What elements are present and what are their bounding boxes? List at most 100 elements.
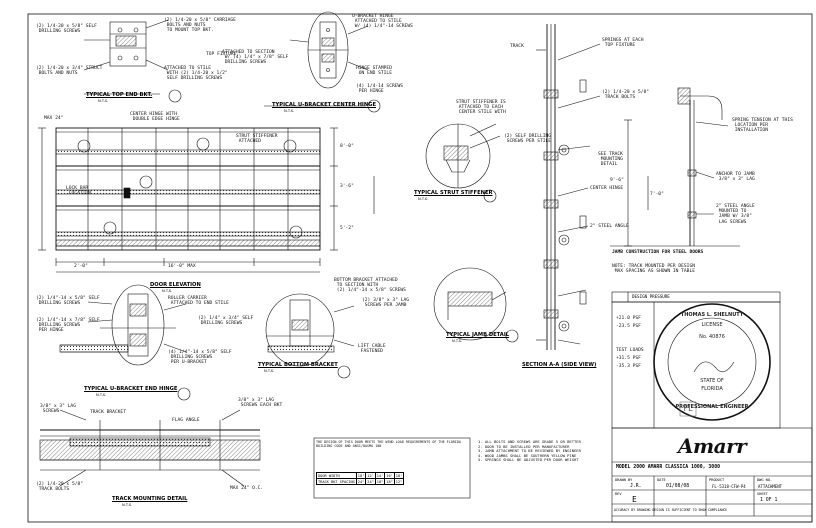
title-strut-stiffener: TYPICAL STRUT STIFFENER [414,190,493,196]
title-jamb-detail: TYPICAL JAMB DETAIL [446,332,510,338]
title-center-hinge: TYPICAL U-BRACKET CENTER HINGE [272,102,376,108]
scale-note: N.T.S. [264,369,275,373]
title-bottom-bracket: TYPICAL BOTTOM BRACKET [258,362,338,368]
callout: 3/8" x 3" LAG SCREWS [40,404,76,415]
seal-state-name: FLORIDA [701,386,723,392]
detail-strut-stiffener [425,123,501,203]
product-value: FL-5318-CFW-P4 [712,484,746,489]
scale-note: N.T.S. [284,109,295,113]
test-loads-label: TEST LOADS [616,348,644,353]
title-block-footer: ACCURACY BY DRAWING DESIGN IS SUFFICIENT… [614,508,728,512]
section-aa-drawing [536,24,601,350]
callout: FLAG ANGLE [172,418,200,423]
callout: SPRINGS AT EACH TOP FIXTURE [602,38,644,49]
callout: STRUT STIFFENER IS ATTACHED TO EACH CENT… [456,100,506,116]
table-cell: 24" [355,478,367,485]
callout: (2) SELF DRILLING SCREWS PER STILE [504,134,552,145]
design-pressure-negative: -23.5 PSF [616,324,641,329]
callout: TRACK BRACKET [90,410,126,415]
scale-note: N.T.S. [162,289,173,293]
sheet-value: 1 OF 1 [760,498,778,503]
scale-note: N.T.S. [452,339,463,343]
dimension-label: 5'-2" [340,226,354,231]
wind-table-frame [313,437,471,499]
table-row: TRACK BKT SPACING 24" 24" 18" 18" 12" [316,478,405,485]
callout: (2) 1/4-20 x 5/8" TRACK BOLTS [602,90,650,101]
seal-stamp: FL [683,404,693,413]
test-loads-negative: -35.3 PSF [616,364,641,369]
date-label: DATE [657,478,666,482]
table-cell: 12" [393,478,405,485]
callout: ANCHOR TO JAMB 3/8" x 3" LAG [716,172,755,183]
seal-drawing [653,303,771,421]
rev-value: E [632,495,637,504]
callout: 2" STEEL ANGLE MOUNTED TO JAMB W/ 3/8" L… [716,204,755,225]
seal-name: THOMAS L. SHELNUTT [680,312,744,318]
callout: (2) 1/4-20 x 5/8" TRACK BOLTS [36,482,84,493]
callout: (2) 3/8" x 3" LAG SCREWS PER JAMB [362,298,410,309]
rev-label: REV [615,492,622,496]
title-block-frame [611,427,813,523]
dimension-label: 9'-6" [610,178,624,183]
callout: MAX 24" O.C. [230,486,264,491]
dwg-value: ATTACHMENT [758,484,783,489]
callout: (2) 1/4-20 x 3/4" STRUCT BOLTS AND NUTS [36,66,103,77]
callout: LOCK BAR LOCATION [66,186,91,197]
product-label: PRODUCT [709,478,725,482]
callout: (4) 1/4"-14 x 5/8" SELF DRILLING SCREWS … [168,350,232,366]
callout: ATTACHED TO STILE WITH (2) 1/4-20 x 1/2"… [164,66,228,82]
wind-table-heading: THE DESIGN OF THIS DOOR MEETS THE WIND L… [316,440,461,448]
title-end-hinge: TYPICAL U-BRACKET END HINGE [84,386,178,392]
callout: (2) 1/4"-14 x 7/8" SELF DRILLING SCREWS … [36,318,100,334]
callout: U-BRACKET HINGE ATTACHED TO STILE W/ (4)… [352,14,413,30]
jamb-construction-drawing [610,87,740,247]
callout: BOTTOM BRACKET ATTACHED TO SECTION WITH … [334,278,406,294]
dimension-label: MAX 24" [44,116,64,121]
scale-note: N.T.S. [96,393,107,397]
detail-jamb [433,267,519,343]
callout: (4) 1/4-14 SCREWS PER HINGE [356,84,404,95]
dimension-label: 8'-0" [340,144,354,149]
dimension-label: 16'-0" MAX [168,264,196,269]
seal-state: STATE OF [700,378,724,384]
scale-note: N.T.S. [122,503,133,507]
model-title: MODEL 2000 AMARR CLASSICA 1000, 3000 [616,465,720,470]
drawn-label: DRAWN BY [615,478,633,482]
amarr-logo: Amarr [678,434,747,458]
test-loads-positive: +31.5 PSF [616,356,641,361]
scale-note: N.T.S. [418,197,429,201]
callout: SPRING TENSION AT THIS LOCATION PER INST… [732,118,793,134]
title-track-mounting: TRACK MOUNTING DETAIL [112,496,188,502]
seal-title: PROFESSIONAL ENGINEER [675,404,749,410]
sheet-label: SHEET [757,492,768,496]
title-section-aa: SECTION A-A (SIDE VIEW) [522,362,597,368]
title-top-end-bracket: TYPICAL TOP END BKT. [86,92,153,98]
general-notes: 1. ALL BOLTS AND SCREWS ARE GRADE 5 OR B… [478,439,581,463]
detail-bottom-bracket [265,293,355,379]
callout: TOP FIXTURE [206,52,237,57]
callout: CENTER HINGE [590,186,624,191]
drawn-value: J.R. [630,484,642,489]
callout: (2) 1/4-20 x 5/8" SELF DRILLING SCREWS [36,24,97,35]
date-value: 01/08/08 [666,484,690,489]
right-title: JAMB CONSTRUCTION FOR STEEL DOORS [612,250,704,255]
callout: ATTACHED TO SECTION W/ (4) 1/4" x 7/8" S… [222,50,289,66]
table-cell: 24" [365,478,376,485]
dwg-label: DWG NO. [757,478,773,482]
title-door-elevation: DOOR ELEVATION [150,282,201,288]
callout: LIFT CABLE FASTENED [358,344,386,355]
callout: 2" STEEL ANGLE [590,224,629,229]
design-pressure-title: DESIGN PRESSURE [632,294,670,299]
table-cell: TRACK BKT SPACING [316,478,357,485]
callout: STRUT STIFFENER ATTACHED [236,134,278,145]
callout: (2) 1/4" x 3/4" SELF DRILLING SCREWS [198,316,254,327]
table-cell: 18" [374,478,386,485]
detail-top-end-bracket [83,19,182,103]
design-pressure-positive: +21.0 PSF [616,316,641,321]
door-elevation-drawing [38,127,375,273]
dimension-label: 3'-6" [340,184,354,189]
callout: (2) 1/4-20 x 5/8" CARRIAGE BOLTS AND NUT… [164,18,236,34]
callout: CENTER HINGE WITH DOUBLE EDGE HINGE [130,112,180,123]
right-note: NOTE: TRACK MOUNTED PER DESIGN MAX SPACI… [612,264,695,275]
